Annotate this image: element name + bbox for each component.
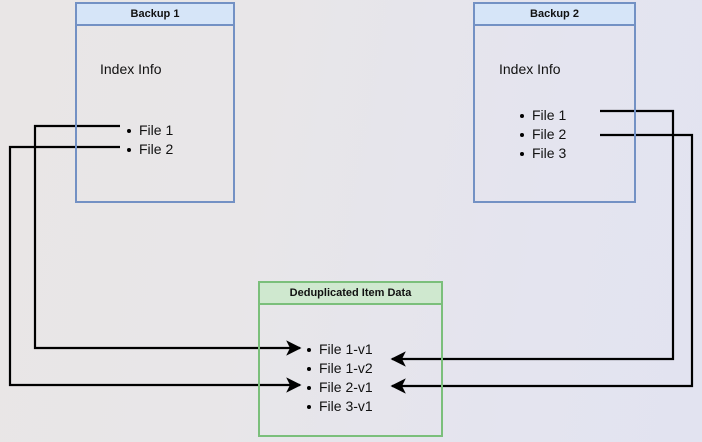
node-backup2-file-list: File 1 File 2 File 3 [518, 106, 566, 163]
node-backup1-header: Backup 1 [77, 4, 233, 26]
node-dedup-body: File 1-v1 File 1-v2 File 2-v1 File 3-v1 [260, 305, 441, 435]
list-item[interactable]: File 2 [518, 125, 566, 144]
node-backup1[interactable]: Backup 1 Index Info File 1 File 2 [75, 2, 235, 203]
list-item[interactable]: File 1-v2 [305, 359, 373, 378]
list-item[interactable]: File 1 [518, 106, 566, 125]
list-item[interactable]: File 2-v1 [305, 378, 373, 397]
list-item[interactable]: File 3 [518, 144, 566, 163]
list-item[interactable]: File 3-v1 [305, 397, 373, 416]
list-item[interactable]: File 1 [125, 121, 173, 140]
node-backup1-file-list: File 1 File 2 [125, 121, 173, 159]
node-backup2-title: Index Info [499, 61, 561, 77]
node-backup1-title: Index Info [100, 61, 162, 77]
node-dedup-file-list: File 1-v1 File 1-v2 File 2-v1 File 3-v1 [305, 340, 373, 416]
node-backup2[interactable]: Backup 2 Index Info File 1 File 2 File 3 [473, 2, 636, 203]
node-backup1-body: Index Info File 1 File 2 [77, 26, 233, 201]
node-backup2-body: Index Info File 1 File 2 File 3 [475, 26, 634, 201]
list-item[interactable]: File 1-v1 [305, 340, 373, 359]
node-backup2-header: Backup 2 [475, 4, 634, 26]
node-dedup-header: Deduplicated Item Data [260, 283, 441, 305]
list-item[interactable]: File 2 [125, 140, 173, 159]
node-dedup[interactable]: Deduplicated Item Data File 1-v1 File 1-… [258, 281, 443, 437]
